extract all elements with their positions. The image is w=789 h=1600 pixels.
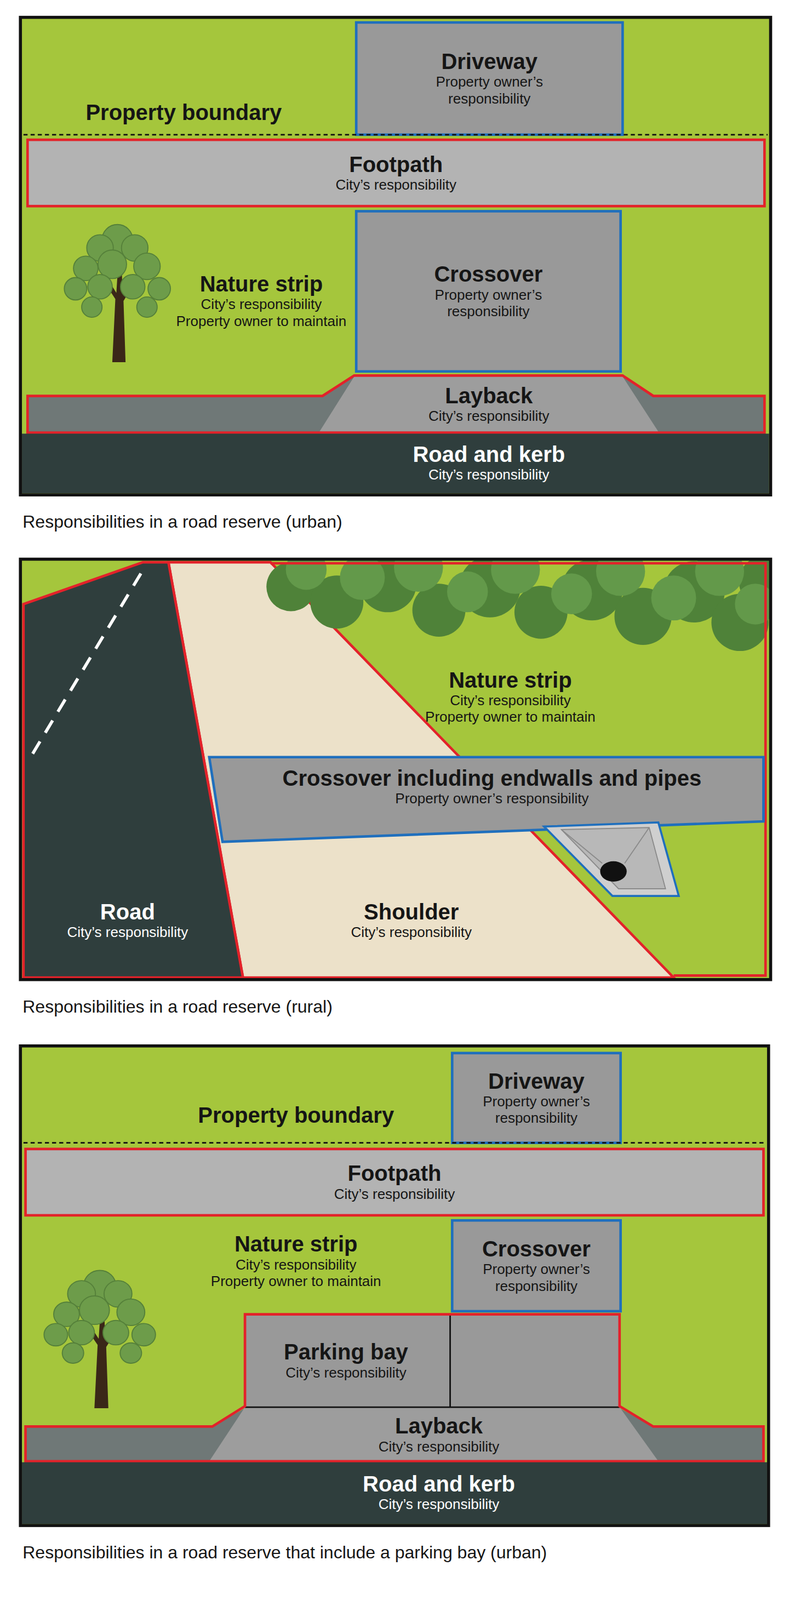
road-area: RoadCity’s responsibility: [28, 887, 227, 953]
responsibility-note: Property owner’s responsibility: [453, 1260, 619, 1295]
area-heading: Parking bay: [283, 1340, 409, 1364]
caption: Responsibilities in a road reserve (urba…: [22, 511, 342, 533]
area-heading: Road and kerb: [412, 442, 565, 467]
parking-bay-panel: [20, 1045, 769, 1526]
boundary-label: Property boundary: [85, 100, 282, 125]
responsibility-note: City’s responsibility: [334, 1185, 456, 1203]
area-heading: Footpath: [347, 1161, 442, 1186]
caption: Responsibilities in a road reserve that …: [22, 1541, 547, 1563]
layback-area: LaybackCity’s responsibility: [319, 375, 659, 433]
area-heading: Layback: [395, 1414, 483, 1438]
footpath-band: FootpathCity’s responsibility: [27, 139, 765, 207]
area-heading: Driveway: [441, 49, 538, 74]
road-kerb-band: Road and kerbCity’s responsibility: [306, 1462, 572, 1523]
area-heading: Crossover: [482, 1237, 591, 1261]
area-heading: Road: [100, 900, 156, 924]
footpath-band: FootpathCity’s responsibility: [25, 1148, 764, 1216]
responsibility-note: Property owner’s responsibility: [453, 1093, 619, 1127]
boundary-label: Property boundary: [197, 1102, 394, 1128]
responsibility-note: Property owner’s responsibility: [395, 790, 589, 808]
crossover-box: CrossoverProperty owner’s responsibility: [356, 210, 621, 371]
shoulder-area: ShoulderCity’s responsibility: [304, 887, 519, 953]
crossover-box: CrossoverProperty owner’s responsibility: [451, 1220, 621, 1312]
responsibility-note: City’s responsibility: [428, 407, 550, 425]
nature-strip-area: Nature stripCity’s responsibilityPropert…: [173, 250, 350, 352]
parking-bay-panel: DrivewayProperty owner’s responsibilityF…: [20, 1045, 769, 1526]
responsibility-note: City’s responsibility: [428, 466, 550, 484]
road-kerb-band: Road and kerbCity’s responsibility: [319, 433, 659, 492]
driveway-box: DrivewayProperty owner’s responsibility: [356, 22, 623, 135]
area-heading: Nature strip: [199, 272, 324, 296]
responsibility-note: City’s responsibility: [350, 923, 472, 941]
responsibility-note: Property owner’s responsibility: [416, 286, 560, 320]
responsibility-note: City’s responsibility: [201, 295, 323, 313]
nature-strip-area: Nature stripCity’s responsibilityPropert…: [396, 659, 625, 735]
area-heading: Driveway: [488, 1069, 585, 1094]
responsibility-note: City’s responsibility: [378, 1438, 500, 1456]
rural-panel: [20, 542, 789, 980]
responsibility-note: City’s responsibility: [235, 1256, 357, 1274]
layback-area: LaybackCity’s responsibility: [306, 1408, 572, 1462]
crossover-box: Crossover including endwalls and pipesPr…: [222, 759, 762, 814]
responsibility-note: City’s responsibility: [378, 1495, 500, 1513]
area-heading: Crossover including endwalls and pipes: [282, 766, 702, 791]
responsibility-note: Property owner to maintain: [176, 312, 347, 330]
area-heading: Nature strip: [234, 1232, 358, 1256]
responsibility-note: Property owner to maintain: [425, 708, 596, 726]
caption: Responsibilities in a road reserve (rura…: [22, 996, 333, 1017]
driveway-box: DrivewayProperty owner’s responsibility: [451, 1053, 621, 1143]
rural-panel: Nature stripCity’s responsibilityPropert…: [20, 559, 771, 980]
area-heading: Shoulder: [363, 900, 459, 924]
area-heading: Layback: [444, 384, 533, 408]
responsibility-note: Property owner’s responsibility: [418, 73, 561, 107]
area-heading: Nature strip: [448, 668, 573, 693]
responsibility-note: Property owner to maintain: [210, 1272, 382, 1290]
responsibility-note: City’s responsibility: [449, 692, 571, 710]
area-heading: Crossover: [433, 262, 543, 287]
area-heading: Footpath: [349, 152, 443, 177]
urban-panel: DrivewayProperty owner’s responsibilityF…: [20, 17, 771, 496]
responsibility-note: City’s responsibility: [67, 923, 189, 941]
area-heading: Road and kerb: [362, 1472, 516, 1496]
responsibility-note: City’s responsibility: [335, 176, 457, 194]
urban-panel: [20, 17, 771, 496]
nature-strip-area: Nature stripCity’s responsibilityPropert…: [178, 1222, 414, 1301]
responsibility-note: City’s responsibility: [285, 1364, 407, 1382]
parking-bay-box: Parking bayCity’s responsibility: [244, 1315, 448, 1406]
